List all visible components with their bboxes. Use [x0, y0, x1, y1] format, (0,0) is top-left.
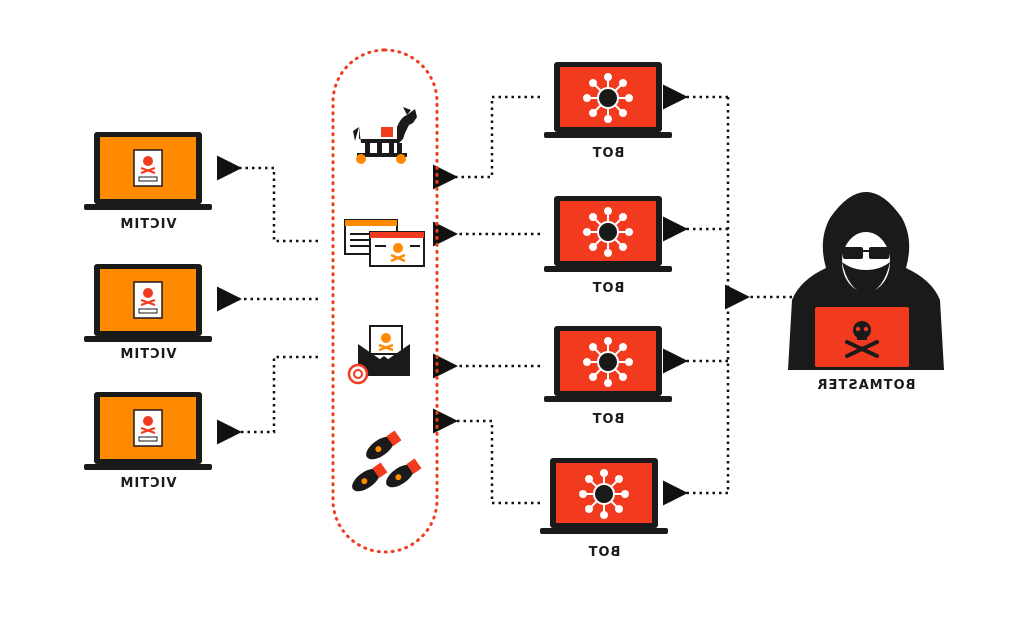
- virus-icon: [583, 73, 633, 123]
- arrow-pill-to-victim-3: [217, 355, 318, 445]
- bot-label-1: BOT: [591, 146, 625, 161]
- virus-icon: [583, 207, 633, 257]
- face-shadow: [842, 262, 890, 294]
- victim-laptop-1: [84, 132, 212, 210]
- connectors: [217, 84, 805, 506]
- arrow-bot-1-to-pill: [433, 95, 540, 190]
- victim-label-2: VICTIM: [119, 347, 177, 362]
- virus-icon: [583, 337, 633, 387]
- botmaster-label: BOTMASTER: [816, 378, 916, 393]
- botmaster-figure: [788, 192, 944, 370]
- attack-methods-container: [331, 48, 439, 554]
- malicious-windows-icon: [344, 219, 425, 267]
- arrow-bot-4-to-pill: [433, 408, 540, 505]
- victim-laptop-2: [84, 264, 212, 342]
- virus-icon: [579, 469, 629, 519]
- skull-document-icon: [133, 409, 163, 447]
- bombs-icon: [352, 430, 422, 492]
- bot-label-2: BOT: [591, 281, 625, 296]
- skull-crossbones-icon: [845, 321, 879, 358]
- bot-label-3: BOT: [591, 412, 625, 427]
- skull-document-icon: [133, 149, 163, 187]
- trojan-horse-icon: [353, 107, 417, 164]
- bot-laptop-4: [540, 458, 668, 534]
- bot-laptop-1: [544, 62, 672, 138]
- bot-label-4: BOT: [587, 545, 621, 560]
- skull-document-icon: [133, 281, 163, 319]
- phishing-email-icon: [347, 325, 410, 385]
- victim-laptop-3: [84, 392, 212, 470]
- victim-label-1: VICTIM: [119, 217, 177, 232]
- bot-laptop-3: [544, 326, 672, 402]
- glasses-icon: [843, 247, 889, 259]
- arrow-pill-to-victim-1: [217, 155, 318, 243]
- victim-label-3: VICTIM: [119, 476, 177, 491]
- bot-laptop-2: [544, 196, 672, 272]
